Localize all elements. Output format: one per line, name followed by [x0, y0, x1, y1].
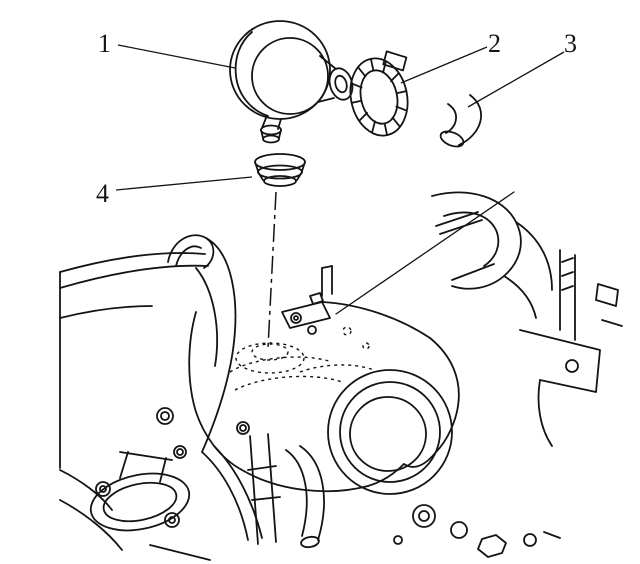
leader-line-4 — [115, 176, 253, 191]
leader-line-2 — [400, 46, 488, 84]
hidden-mounting-boss — [229, 326, 375, 391]
callout-label-2: 2 — [488, 29, 501, 58]
valve-assembly-drawing — [229, 20, 354, 144]
hose-clamp-drawing — [349, 50, 409, 137]
leader-line-3 — [467, 51, 565, 108]
hose-elbow-drawing — [439, 94, 482, 148]
leader-line-1 — [117, 44, 236, 69]
grommet-drawing — [254, 153, 306, 187]
leader-lines — [115, 44, 565, 191]
callout-label-1: 1 — [98, 29, 111, 58]
centerline — [267, 191, 277, 349]
callout-label-4: 4 — [96, 179, 109, 208]
engine-assembly-drawing — [59, 191, 623, 561]
callout-label-3: 3 — [564, 29, 577, 58]
